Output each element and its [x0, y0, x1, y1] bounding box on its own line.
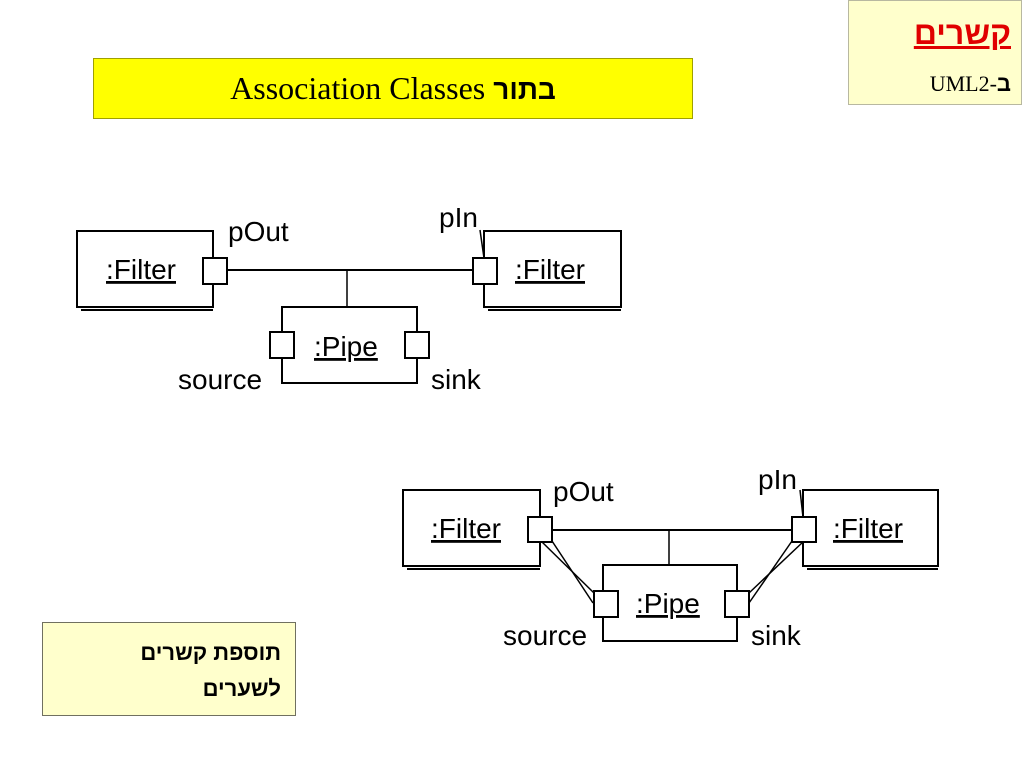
port-sink-label: sink: [431, 364, 482, 395]
port-sink: [404, 331, 430, 359]
port-source: [269, 331, 295, 359]
note-line-2: לשערים: [202, 676, 281, 701]
topic-subtitle: UML2-ב: [930, 71, 1011, 97]
link-in-to-sink-b: [748, 540, 805, 594]
note-box: תוספת קשרים לשערים: [42, 622, 296, 716]
diagram-2: :Filter :Filter :Pipe pOut pIn source si…: [402, 464, 939, 651]
port-sink: [724, 590, 750, 618]
pin-leader-line: [479, 229, 485, 259]
topic-title: קשרים: [913, 15, 1011, 51]
port-out-label: pOut: [553, 476, 614, 507]
pipe-label: :Pipe: [636, 588, 700, 619]
port-out: [202, 257, 228, 285]
port-source-label: source: [503, 620, 587, 651]
diagram-1: :Filter :Filter :Pipe pOut pIn source si…: [76, 202, 622, 395]
slide-title: Association Classes בתור: [93, 58, 693, 119]
link-out-to-source-b: [540, 540, 595, 594]
filter-left-label: :Filter: [106, 254, 176, 285]
slide-title-latin: Association Classes: [230, 70, 486, 106]
filter-right-label: :Filter: [515, 254, 585, 285]
port-out: [527, 516, 553, 543]
port-in-label: pIn: [758, 464, 797, 495]
note-line-1: תוספת קשרים: [140, 640, 281, 665]
port-in: [791, 516, 817, 543]
topic-subtitle-hebrew: ב: [996, 71, 1011, 96]
pin-leader-line: [799, 489, 804, 518]
pipe-label: :Pipe: [314, 331, 378, 362]
port-in-label: pIn: [439, 202, 478, 233]
port-in: [472, 257, 498, 285]
slide-topic-box: קשרים UML2-ב: [848, 0, 1022, 105]
port-out-label: pOut: [228, 216, 289, 247]
filter-right-label: :Filter: [833, 513, 903, 544]
filter-left-label: :Filter: [431, 513, 501, 544]
port-source: [593, 590, 619, 618]
port-source-label: source: [178, 364, 262, 395]
topic-subtitle-latin: UML2-: [929, 71, 997, 96]
port-sink-label: sink: [751, 620, 802, 651]
slide-title-hebrew: בתור: [493, 74, 556, 105]
